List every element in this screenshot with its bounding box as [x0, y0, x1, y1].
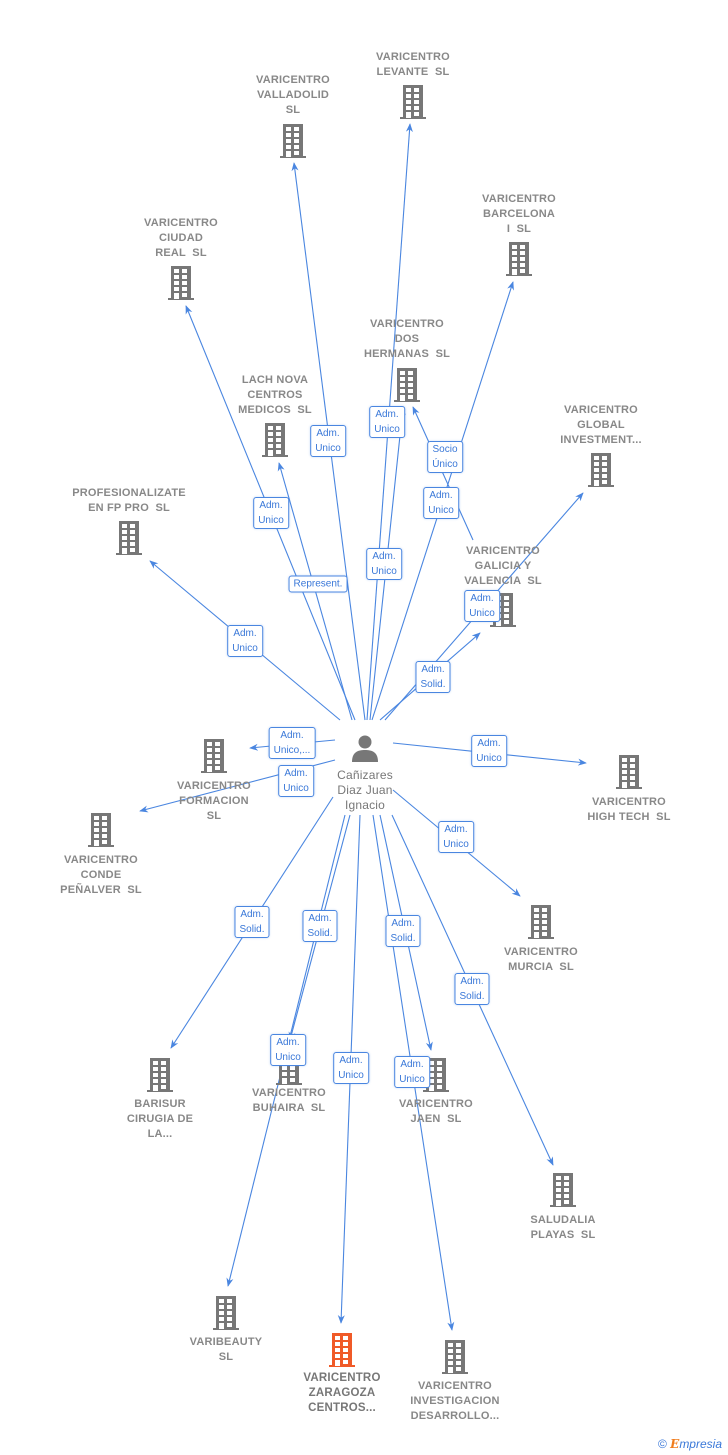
- relation-label[interactable]: Adm. Unico: [278, 765, 314, 797]
- relation-label[interactable]: Adm. Unico: [369, 406, 405, 438]
- relation-label[interactable]: Adm. Solid.: [302, 910, 338, 942]
- relation-label[interactable]: Adm. Unico: [423, 487, 459, 519]
- building-icon[interactable]: [420, 1057, 452, 1098]
- relation-label[interactable]: Represent.: [288, 575, 348, 593]
- relation-label[interactable]: Adm. Unico: [471, 735, 507, 767]
- building-icon[interactable]: [165, 265, 197, 306]
- building-icon[interactable]: [326, 1332, 358, 1373]
- relation-label[interactable]: Adm. Solid.: [415, 661, 451, 693]
- building-icon[interactable]: [397, 84, 429, 125]
- edge-to-doshermanas: [412, 406, 474, 541]
- relation-label[interactable]: Adm. Unico: [464, 590, 500, 622]
- building-icon[interactable]: [259, 422, 291, 463]
- building-icon[interactable]: [585, 452, 617, 493]
- relation-label[interactable]: Adm. Unico: [270, 1034, 306, 1066]
- relation-label[interactable]: Adm. Solid.: [454, 973, 490, 1005]
- building-icon[interactable]: [198, 738, 230, 779]
- relation-label[interactable]: Adm. Unico: [333, 1052, 369, 1084]
- relation-label[interactable]: Adm. Unico,...: [268, 727, 316, 759]
- relation-label[interactable]: Adm. Solid.: [234, 906, 270, 938]
- building-icon[interactable]: [144, 1057, 176, 1098]
- building-icon[interactable]: [439, 1339, 471, 1380]
- relation-label[interactable]: Adm. Unico: [438, 821, 474, 853]
- building-icon[interactable]: [85, 812, 117, 853]
- building-icon[interactable]: [547, 1172, 579, 1213]
- person-icon: [352, 735, 378, 762]
- relation-label[interactable]: Adm. Unico: [394, 1056, 430, 1088]
- relation-label[interactable]: Adm. Unico: [227, 625, 263, 657]
- relation-label[interactable]: Adm. Unico: [310, 425, 346, 457]
- building-icon[interactable]: [525, 904, 557, 945]
- relation-label[interactable]: Adm. Unico: [253, 497, 289, 529]
- building-icon[interactable]: [210, 1295, 242, 1336]
- relation-label[interactable]: Adm. Solid.: [385, 915, 421, 947]
- building-icon[interactable]: [503, 241, 535, 282]
- building-icon[interactable]: [113, 520, 145, 561]
- footer-brand: © Empresia: [657, 1437, 722, 1451]
- relation-label[interactable]: Socio Único: [427, 441, 463, 473]
- building-icon[interactable]: [391, 367, 423, 408]
- relation-label[interactable]: Adm. Unico: [366, 548, 402, 580]
- building-icon[interactable]: [277, 123, 309, 164]
- building-icon[interactable]: [613, 754, 645, 795]
